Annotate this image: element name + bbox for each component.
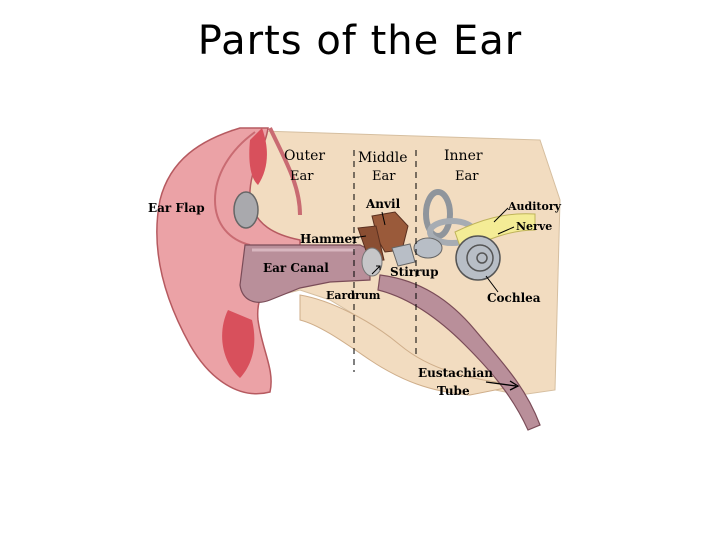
auditory-nerve-label-2: Nerve xyxy=(516,220,552,233)
eustachian-tube-label-2: Tube xyxy=(437,384,470,398)
eardrum-shape xyxy=(362,248,382,276)
outer-ear-title: Outer xyxy=(284,148,325,164)
anvil-label: Anvil xyxy=(365,197,401,211)
inner-ear-title: Inner xyxy=(444,148,483,164)
cochlea-label: Cochlea xyxy=(487,291,541,305)
eardrum-label: Eardrum xyxy=(326,289,381,302)
hammer-label: Hammer xyxy=(300,232,359,246)
middle-ear-subtitle: Ear xyxy=(372,169,396,184)
vestibule xyxy=(414,238,442,258)
auditory-nerve-label-1: Auditory xyxy=(507,200,562,213)
antihelix-hole xyxy=(234,192,258,228)
stirrup-label: Stirrup xyxy=(390,265,439,279)
eustachian-tube-label-1: Eustachian xyxy=(418,366,493,380)
inner-ear-subtitle: Ear xyxy=(455,169,479,184)
ear-canal-label: Ear Canal xyxy=(263,261,329,275)
outer-ear-subtitle: Ear xyxy=(290,169,314,184)
middle-ear-title: Middle xyxy=(358,150,408,166)
ear-flap-label: Ear Flap xyxy=(148,201,205,215)
